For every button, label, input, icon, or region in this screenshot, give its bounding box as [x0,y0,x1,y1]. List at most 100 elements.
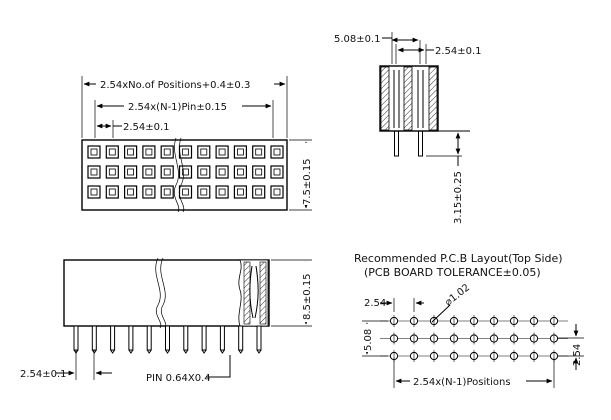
pcb-dim-row-label: 5.08 [363,329,374,351]
top-contact-square-inner [145,148,153,156]
side-view-cutaway-hatch-2 [259,261,267,325]
pcb-hole-leader [431,304,451,323]
top-contact-square [252,145,266,159]
pcb-layout: Recommended P.C.B Layout(Top Side) (PCB … [354,252,584,388]
top-contact-square [123,185,138,199]
side-pin-leader [206,355,231,378]
top-view-contact-grid [87,145,284,199]
top-contact-square [233,165,247,179]
top-contact-square [142,165,156,179]
top-contact-square [178,165,193,179]
top-contact-square-inner [90,148,98,156]
top-contact-square [197,145,211,159]
side-dim-height-label-bg [300,262,312,322]
top-contact-square-inner [108,188,116,196]
top-contact-square [233,185,247,199]
side-view: 8.5±0.15 2.54±0.1 PIN 0.64X0.4 [20,257,313,384]
top-contact-square-inner [255,148,263,156]
side-pin [110,325,116,351]
end-dim-width-label: 5.08±0.1 [334,34,381,45]
dim-pitch-n-label: 2.54x(N-1)Pin±0.15 [128,102,227,113]
top-contact-square-inner [90,168,98,176]
top-contact-square-inner [200,168,208,176]
top-contact-square [197,185,211,199]
side-dim-pitch-label: 2.54±0.1 [20,369,67,380]
side-pin [201,325,207,351]
side-pin-tip [183,349,189,354]
side-view-cutaway-hatch-1 [243,261,251,325]
side-pin-tip [219,349,225,354]
top-contact-square [270,165,284,179]
top-view-break-line [173,137,180,213]
end-view-wall-right [428,66,438,131]
top-contact-square [178,145,193,159]
pcb-dim-row-label-bg [361,324,373,352]
top-contact-square [215,185,229,199]
top-contact-square [123,165,138,179]
side-pin [128,325,134,351]
top-contact-square [178,185,193,199]
end-view-wall-left [380,66,390,131]
top-contact-square-inner [163,148,171,156]
top-contact-square [142,185,156,199]
top-contact-square [270,185,284,199]
top-contact-square [87,185,101,199]
top-contact-square-inner [127,148,134,156]
side-pin-tip [146,349,152,354]
side-view-body [63,259,270,327]
side-pin-tip [201,349,207,354]
top-contact-square-inner [108,168,116,176]
dim-height-label-bg [300,143,312,205]
top-contact-square-inner [127,188,134,196]
top-contact-square-inner [200,148,208,156]
side-pin [256,325,262,351]
end-view-wall-mid [403,66,413,131]
top-contact-square [105,185,119,199]
top-contact-square-inner [236,188,244,196]
side-pin [146,325,152,351]
top-contact-square [252,185,266,199]
dim-pitch-label: 2.54±0.1 [123,122,170,133]
top-contact-square [105,165,119,179]
pcb-dim-pitch-right-label: 2.54 [572,344,583,366]
pcb-title-line1: Recommended P.C.B Layout(Top Side) [354,252,563,265]
top-contact-square-inner [182,168,189,176]
end-view-pin-1 [394,130,399,157]
top-view-body-outline [81,139,288,211]
dim-total-label-bg [96,77,274,90]
top-contact-square [160,185,174,199]
end-dim-pitch-label: 2.54±0.1 [435,46,482,57]
side-dim-height-label: 8.5±0.15 [302,273,313,320]
top-contact-square [105,145,119,159]
side-pin-label: PIN 0.64X0.4 [146,373,211,384]
dim-height-label: 7.5±0.15 [302,158,313,205]
side-view-contact-spring [249,265,259,319]
top-contact-square-inner [273,168,281,176]
top-contact-square-inner [218,188,226,196]
side-pin [238,325,244,351]
top-contact-square-inner [236,148,244,156]
top-contact-square-inner [255,168,263,176]
top-contact-square-inner [145,168,153,176]
pcb-dim-positions-label-bg [410,374,526,387]
dim-pitch-n-label-bg [124,99,242,112]
pcb-dim-positions-label: 2.54x(N-1)Positions [413,377,511,388]
side-pin [183,325,189,351]
top-contact-square-inner [218,168,226,176]
top-contact-square-inner [90,188,98,196]
side-pin [91,325,97,351]
side-pin-tip [110,349,116,354]
pcb-dim-pitch-top-label: 2.54 [364,298,386,309]
top-contact-square [215,165,229,179]
top-contact-square [197,165,211,179]
top-contact-square [252,165,266,179]
side-pin [219,325,225,351]
top-contact-square-inner [182,148,189,156]
side-view-break-line [155,257,162,329]
top-contact-square-inner [163,188,171,196]
top-contact-square [123,145,138,159]
pcb-title-line2: (PCB BOARD TOLERANCE±0.05) [364,266,541,279]
top-contact-square [142,145,156,159]
dim-total-label: 2.54xNo.of Positions+0.4±0.3 [100,80,250,91]
top-contact-square [87,145,101,159]
